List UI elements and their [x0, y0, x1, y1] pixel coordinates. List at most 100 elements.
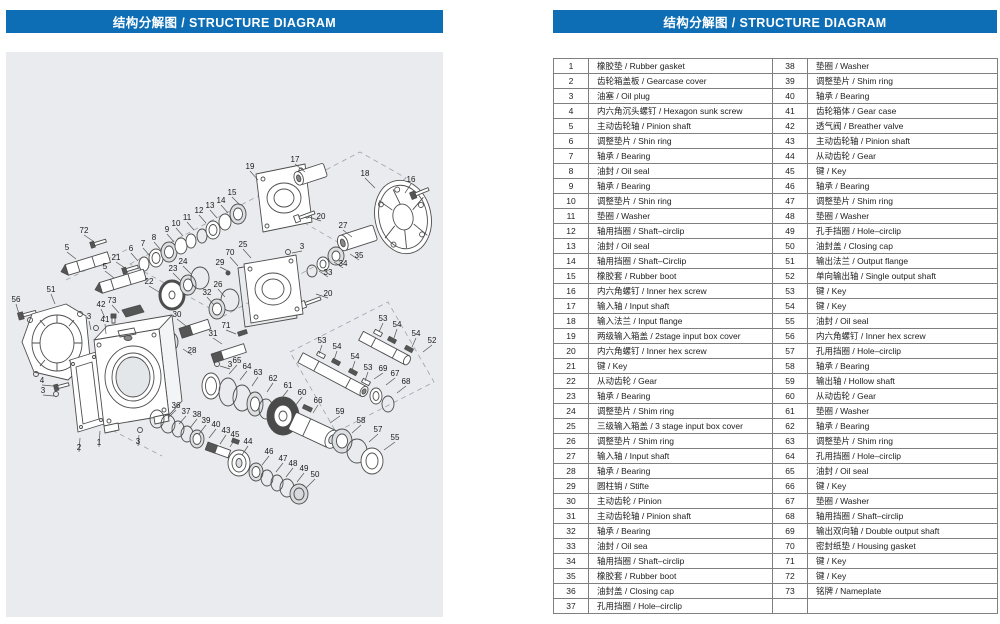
- callout-leader-line: [142, 247, 151, 257]
- part-number-label: 23: [169, 264, 178, 273]
- part-number-label: 29: [216, 258, 225, 267]
- callout-leader-line: [280, 389, 289, 400]
- part-desc-cell: 主动齿轮轴 / Pinion shaft: [588, 118, 773, 134]
- part-number-cell: 36: [553, 583, 589, 599]
- part-desc-cell: 油封盖 / Closing cap: [807, 238, 998, 254]
- callout-leader-line: [333, 261, 344, 269]
- part-number-cell: 72: [772, 568, 808, 584]
- part-desc-cell: 内六角螺钉 / Inner hex screw: [807, 328, 998, 344]
- part-number-label: 65: [233, 356, 242, 365]
- callout-leader-line: [329, 415, 341, 424]
- part-number-label: 61: [284, 381, 293, 390]
- part-desc-cell: 内六角螺钉 / Inner hex screw: [588, 343, 773, 359]
- callout-leader-line: [404, 183, 412, 194]
- part-output-flange: [21, 303, 91, 381]
- callout-leader-line: [315, 293, 329, 299]
- part-number-label: 53: [379, 314, 388, 323]
- part-desc-cell: 橡胶套 / Rubber boot: [588, 568, 773, 584]
- callout-leader-line: [219, 365, 231, 370]
- part-number-label: 8: [152, 233, 157, 242]
- part-desc-cell: 调整垫片 / Shin ring: [588, 133, 773, 149]
- part-number-cell: 25: [553, 418, 589, 434]
- part-number-cell: 7: [553, 148, 589, 164]
- callout-leader-line: [312, 404, 319, 414]
- part-desc-cell: 轴承 / Bearing: [807, 88, 998, 104]
- callout-leader-line: [305, 478, 316, 489]
- callout-leader-line: [175, 227, 184, 237]
- part-number-cell: 6: [553, 133, 589, 149]
- part-number-cell: 69: [772, 523, 808, 539]
- part-number-cell: 47: [772, 193, 808, 209]
- part-number-label: 35: [355, 251, 364, 260]
- part-desc-cell: 圆柱销 / Stifte: [588, 478, 773, 494]
- part-number-cell: 35: [553, 568, 589, 584]
- right-panel-header: 结构分解图 / STRUCTURE DIAGRAM: [553, 10, 997, 33]
- part-number-label: 45: [231, 430, 240, 439]
- part-number-label: 70: [226, 248, 235, 257]
- part-number-label: 67: [391, 369, 400, 378]
- part-number-cell: 53: [772, 283, 808, 299]
- callout-leader-line: [385, 377, 396, 386]
- part-desc-cell: 调整垫片 / Shin ring: [588, 193, 773, 209]
- part-number-label: 55: [391, 433, 400, 442]
- part-input-flange: [374, 179, 432, 255]
- part-number-label: 5: [103, 262, 108, 271]
- callout-leader-line: [206, 296, 215, 306]
- part-number-cell: 65: [772, 463, 808, 479]
- part-number-label: 10: [172, 219, 181, 228]
- part-number-label: 30: [173, 310, 182, 319]
- part-number-label: 58: [357, 416, 366, 425]
- part-number-cell: 24: [553, 403, 589, 419]
- part-number-label: 64: [243, 362, 252, 371]
- part-number-label: 2: [77, 443, 82, 452]
- callout-leader-line: [178, 415, 187, 425]
- part-desc-cell: 键 / Key: [807, 478, 998, 494]
- part-number-label: 71: [222, 321, 231, 330]
- part-number-cell: 61: [772, 403, 808, 419]
- callout-leader-line: [182, 348, 193, 356]
- callout-leader-line: [98, 430, 101, 448]
- callout-leader-line: [308, 216, 322, 222]
- callout-leader-line: [364, 371, 369, 382]
- part-desc-cell: 轴承 / Bearing: [588, 523, 773, 539]
- callout-leader-line: [104, 270, 115, 279]
- part-pinion: [178, 318, 212, 339]
- part-number-label: 11: [183, 213, 192, 222]
- part-hex-screw: [409, 187, 430, 200]
- callout-leader-line: [198, 214, 207, 224]
- part-number-cell: 41: [772, 103, 808, 119]
- callout-leader-line: [368, 433, 379, 443]
- callout-leader-line: [148, 285, 160, 293]
- part-desc-cell: 轴承 / Bearing: [588, 178, 773, 194]
- part-number-cell: 9: [553, 178, 589, 194]
- left-panel-title: 结构分解图 / STRUCTURE DIAGRAM: [112, 16, 337, 30]
- callout-leader-line: [266, 382, 274, 393]
- part-desc-cell: 键 / Key: [807, 283, 998, 299]
- callout-leader-line: [249, 170, 259, 181]
- callout-leader-line: [137, 434, 140, 447]
- part-number-cell: 67: [772, 493, 808, 509]
- callout-leader-line: [111, 304, 120, 314]
- part-desc-cell: 油封 / Oil sea: [588, 538, 773, 554]
- part-desc-cell: 轴承 / Bearing: [807, 178, 998, 194]
- part-number-cell: 64: [772, 448, 808, 464]
- part-desc-cell: 调整垫片 / Shim ring: [807, 433, 998, 449]
- part-number-label: 52: [428, 336, 437, 345]
- part-number-label: 3: [300, 242, 305, 251]
- part-number-label: 68: [402, 377, 411, 386]
- part-desc-cell: 轴承 / Bearing: [807, 358, 998, 374]
- callout-leader-line: [294, 396, 303, 407]
- part-hex-screw: [293, 210, 316, 224]
- part-desc-cell: 垫圈 / Washer: [807, 208, 998, 224]
